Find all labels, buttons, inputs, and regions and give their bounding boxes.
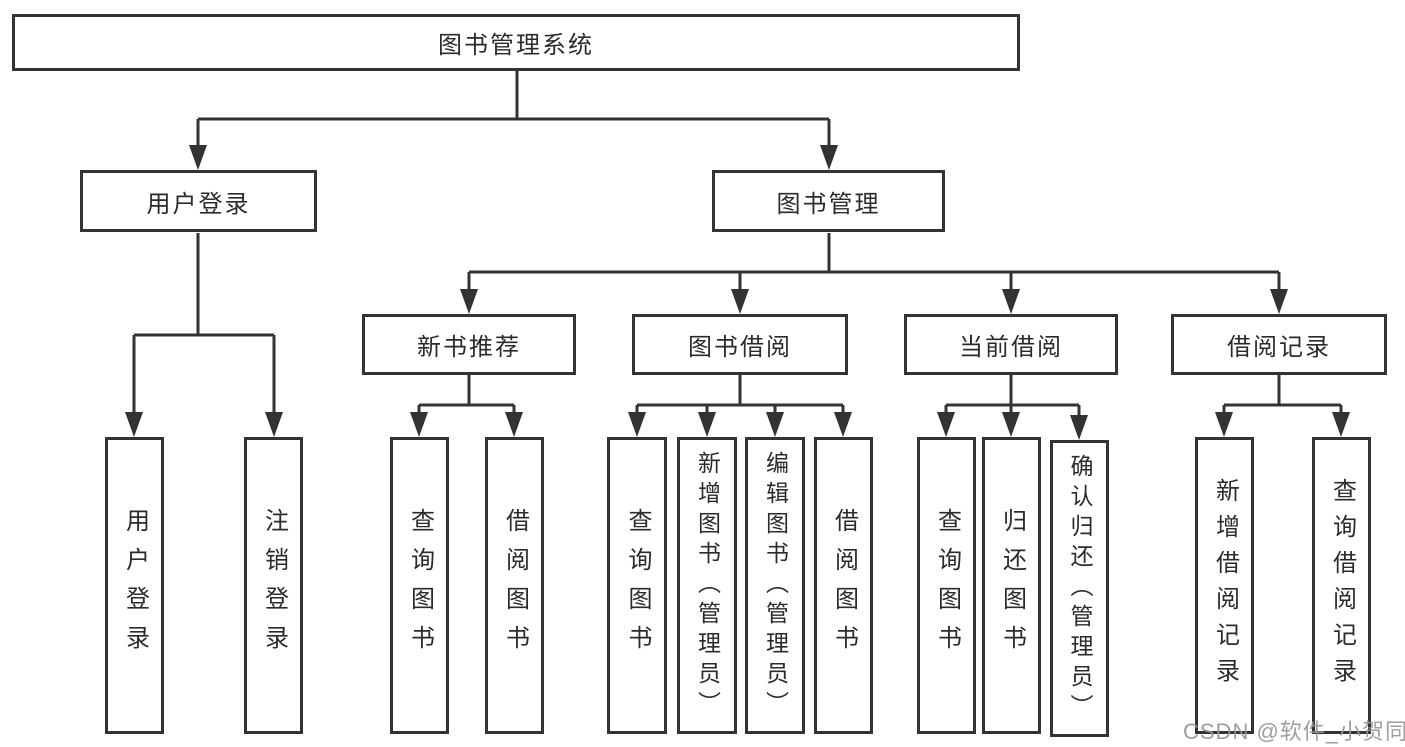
- node-leaf-query-book-2: 查询图书: [607, 437, 667, 734]
- arrow-down-icon: [1070, 415, 1088, 440]
- arrow-down-icon: [766, 412, 784, 437]
- node-leaf-edit-book: 编辑图书（管理员）: [745, 437, 805, 734]
- arrow-down-icon: [505, 412, 523, 437]
- connector-recommend-children: [417, 375, 516, 415]
- node-leaf-return-book-label: 归还图书: [998, 507, 1026, 664]
- node-book-borrow: 图书借阅: [632, 314, 848, 375]
- node-leaf-user-login-label: 用户登录: [121, 507, 149, 664]
- arrow-down-icon: [820, 145, 838, 170]
- arrow-down-icon: [937, 412, 955, 437]
- arrow-down-icon: [189, 145, 207, 170]
- arrow-down-icon: [1332, 412, 1350, 437]
- csdn-watermark: CSDN @软件_小贺同学: [1183, 719, 1405, 744]
- connector-records-children: [1222, 375, 1343, 415]
- node-leaf-confirm-return-label: 确认归还（管理员）: [1067, 453, 1093, 724]
- arrow-down-icon: [125, 412, 143, 437]
- node-current-borrow: 当前借阅: [904, 314, 1118, 375]
- node-root-label: 图书管理系统: [438, 32, 594, 59]
- node-leaf-query-book-1-label: 查询图书: [406, 507, 434, 664]
- node-book-management: 图书管理: [712, 170, 945, 232]
- connector-user-login-children: [132, 233, 276, 415]
- arrow-down-icon: [1215, 412, 1233, 437]
- node-leaf-borrow-book-1-label: 借阅图书: [501, 507, 529, 664]
- node-new-book-recommend: 新书推荐: [362, 314, 576, 375]
- node-leaf-confirm-return: 确认归还（管理员）: [1050, 440, 1109, 737]
- node-user-login: 用户登录: [80, 170, 317, 232]
- node-leaf-query-book-3: 查询图书: [917, 437, 976, 734]
- arrow-down-icon: [698, 412, 716, 437]
- connector-book-management-children: [467, 233, 1281, 292]
- node-user-login-label: 用户登录: [146, 190, 251, 218]
- node-borrow-records: 借阅记录: [1171, 314, 1387, 375]
- connector-borrow-children: [635, 375, 845, 415]
- arrow-down-icon: [265, 412, 283, 437]
- node-new-book-recommend-label: 新书推荐: [417, 334, 521, 361]
- node-leaf-query-record-label: 查询借阅记录: [1328, 477, 1356, 694]
- connector-current-children: [944, 375, 1081, 418]
- node-leaf-add-book-label: 新增图书（管理员）: [694, 450, 721, 721]
- arrow-down-icon: [1002, 412, 1020, 437]
- node-leaf-add-record-label: 新增借阅记录: [1211, 477, 1239, 694]
- node-leaf-borrow-book-2-label: 借阅图书: [830, 507, 858, 664]
- node-leaf-query-book-3-label: 查询图书: [933, 507, 961, 664]
- node-borrow-records-label: 借阅记录: [1227, 334, 1331, 361]
- node-leaf-return-book: 归还图书: [982, 437, 1041, 734]
- node-book-borrow-label: 图书借阅: [688, 334, 792, 361]
- node-leaf-logout-label: 注销登录: [260, 507, 288, 664]
- node-leaf-edit-book-label: 编辑图书（管理员）: [762, 450, 789, 721]
- node-leaf-query-book-1: 查询图书: [390, 437, 449, 734]
- node-leaf-add-book: 新增图书（管理员）: [677, 437, 737, 734]
- node-leaf-query-book-2-label: 查询图书: [624, 507, 651, 664]
- arrow-down-icon: [1270, 289, 1288, 314]
- connector-root-to-level2: [196, 71, 831, 150]
- arrow-down-icon: [1002, 289, 1020, 314]
- arrow-down-icon: [834, 412, 852, 437]
- node-leaf-borrow-book-2: 借阅图书: [814, 437, 873, 734]
- node-root: 图书管理系统: [12, 14, 1020, 71]
- arrow-down-icon: [410, 412, 428, 437]
- node-leaf-query-record: 查询借阅记录: [1312, 437, 1371, 734]
- node-leaf-user-login: 用户登录: [105, 437, 164, 734]
- node-leaf-logout: 注销登录: [244, 437, 303, 734]
- node-book-management-label: 图书管理: [776, 190, 881, 218]
- arrow-down-icon: [731, 289, 749, 314]
- node-current-borrow-label: 当前借阅: [959, 334, 1063, 361]
- node-leaf-add-record: 新增借阅记录: [1195, 437, 1254, 734]
- node-leaf-borrow-book-1: 借阅图书: [485, 437, 544, 734]
- arrow-down-icon: [460, 289, 478, 314]
- arrow-down-icon: [628, 412, 646, 437]
